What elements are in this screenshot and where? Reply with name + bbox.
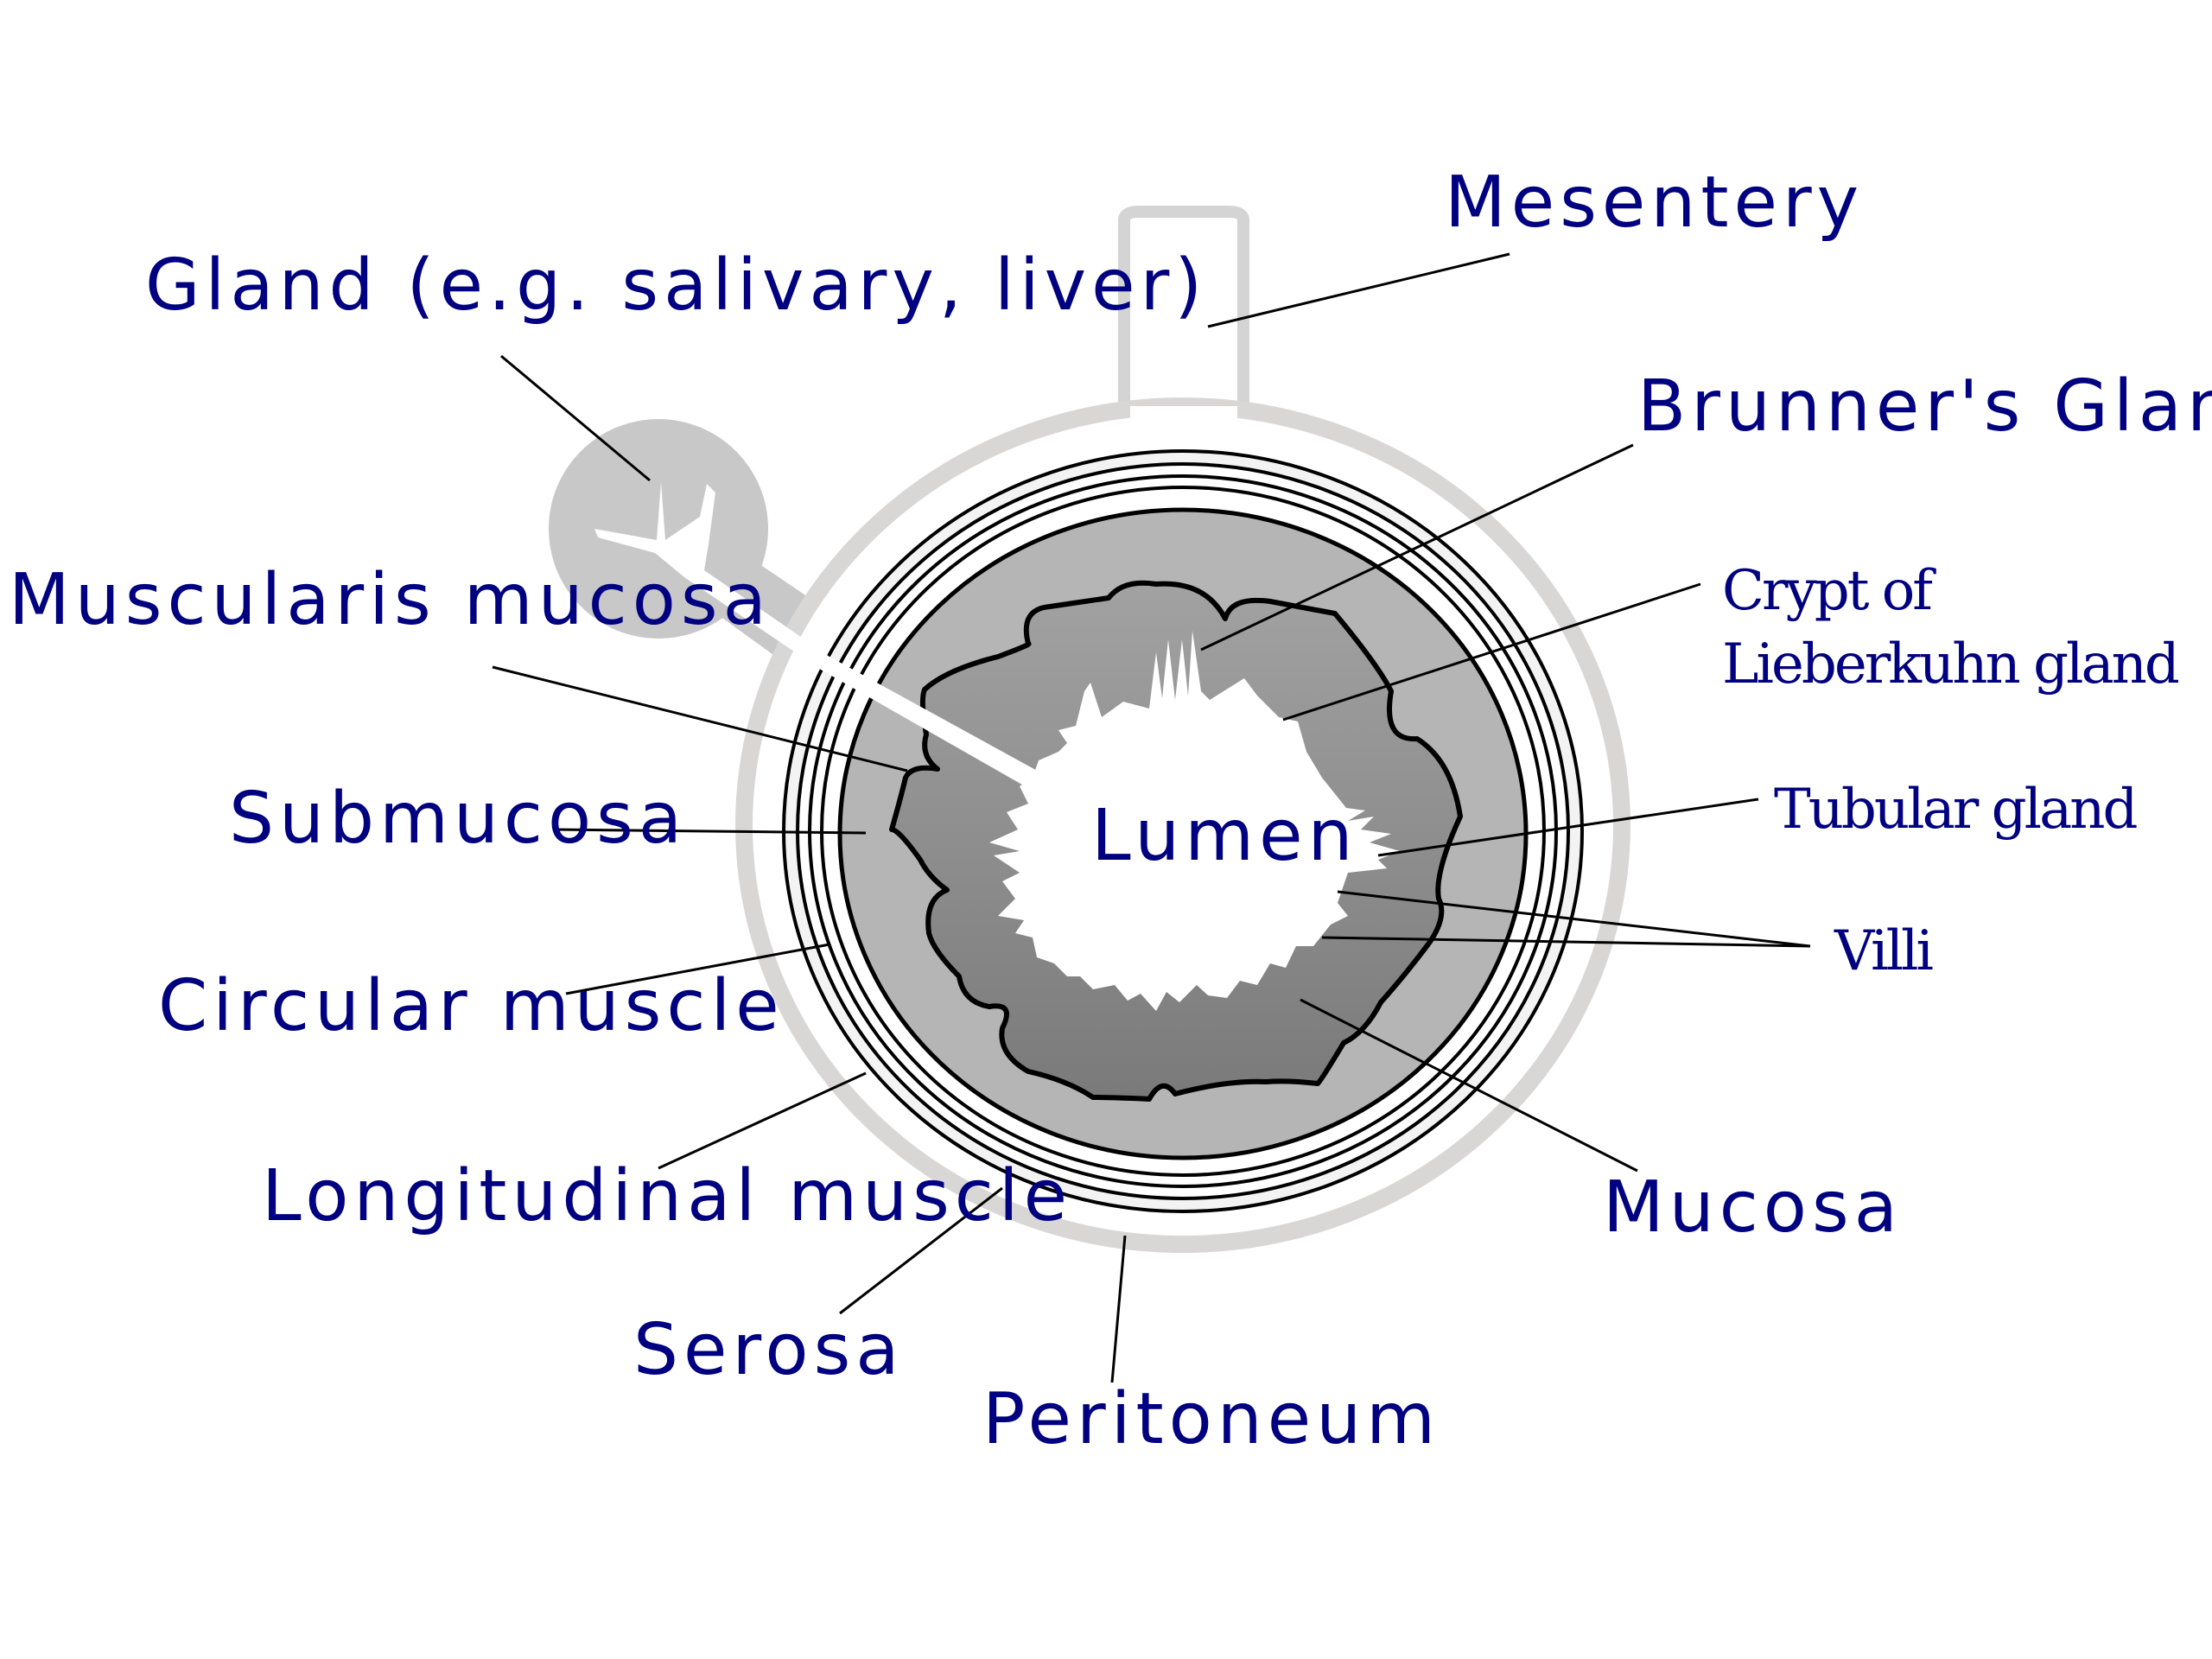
leader-mucosa (1300, 998, 1638, 1173)
leader-peritoneum (1110, 1235, 1127, 1383)
leader-crypt (1282, 582, 1701, 721)
label-muscularis-mucosa: Muscularis mucosa (9, 559, 772, 641)
leader-brunners-gland (1200, 443, 1634, 652)
labels: Mesentery Gland (e.g. salivary, liver) B… (9, 162, 2212, 1460)
leader-circular-muscle (565, 943, 830, 995)
leader-mesentery (1207, 252, 1510, 328)
label-gland: Gland (e.g. salivary, liver) (145, 245, 1207, 327)
label-peritoneum: Peritoneum (982, 1378, 1440, 1460)
label-mucosa: Mucosa (1603, 1166, 1903, 1249)
label-villi: Villi (1834, 919, 1933, 983)
label-lumen: Lumen (1091, 795, 1358, 877)
label-serosa: Serosa (633, 1309, 905, 1391)
lumen-area (989, 631, 1400, 1011)
leader-gland (500, 354, 651, 482)
label-crypt-line1: Crypt of (1722, 559, 1936, 623)
label-tubular-gland: Tubular gland (1774, 778, 2137, 842)
leader-villi-1 (1337, 890, 1811, 948)
label-crypt-line2: Lieberkuhn gland (1722, 632, 2179, 696)
leader-lines (492, 252, 1811, 1383)
leader-longitudinal-muscle (658, 1071, 867, 1170)
label-longitudinal-muscle: Longitudinal muscle (262, 1155, 1072, 1237)
gland-duct (594, 482, 1050, 791)
label-mesentery: Mesentery (1445, 162, 1864, 244)
leader-tubular-gland (1377, 798, 1759, 857)
label-submucosa: Submucosa (229, 778, 687, 860)
label-brunners-gland: Brunner's Gland (1637, 365, 2212, 448)
leader-submucosa (552, 828, 867, 835)
label-circular-muscle: Circular muscle (158, 965, 785, 1047)
leader-villi-2 (1321, 936, 1811, 948)
leader-serosa (839, 1186, 1003, 1315)
leader-muscularis-mucosa (492, 665, 908, 772)
